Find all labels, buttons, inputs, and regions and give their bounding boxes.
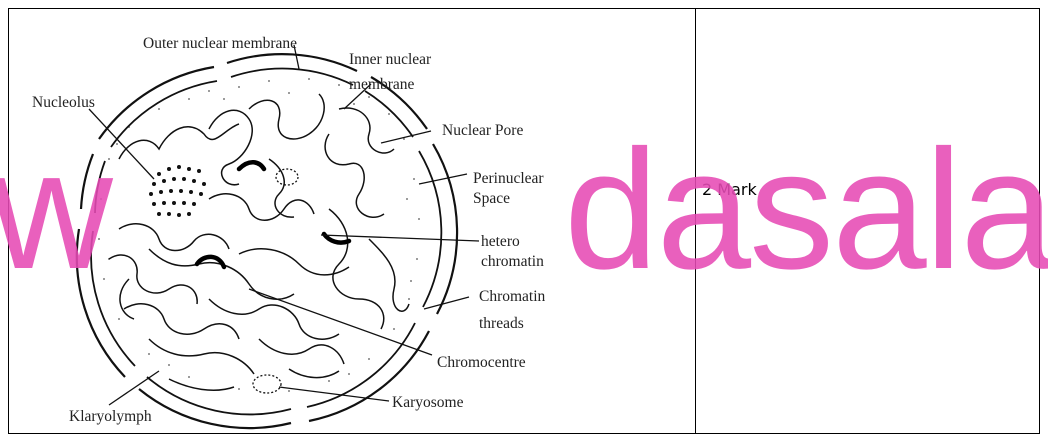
heterochromatin bbox=[197, 162, 349, 267]
nucleus-diagram: Outer nuclear membrane Inner nuclear mem… bbox=[9, 9, 695, 435]
label-outer-membrane: Outer nuclear membrane bbox=[143, 34, 297, 53]
label-chromatin-line2: threads bbox=[479, 314, 524, 333]
label-inner-membrane-line1: Inner nuclear bbox=[349, 50, 431, 69]
label-karyosome: Karyosome bbox=[392, 393, 463, 412]
label-hetero-line1: hetero bbox=[481, 232, 520, 251]
nucleolus-granules bbox=[149, 165, 206, 217]
label-karyolymph: Klaryolymph bbox=[69, 407, 152, 426]
label-perinuclear-line2: Space bbox=[473, 189, 510, 208]
leader-lines bbox=[89, 45, 479, 405]
mark-text: 2 Mark bbox=[702, 180, 757, 199]
label-perinuclear-line1: Perinuclear bbox=[473, 169, 544, 188]
label-hetero-line2: chromatin bbox=[481, 252, 544, 271]
label-nucleolus: Nucleolus bbox=[32, 93, 95, 112]
chromatin-threads bbox=[109, 94, 409, 390]
label-nuclear-pore: Nuclear Pore bbox=[442, 121, 523, 140]
label-chromatin-line1: Chromatin bbox=[479, 287, 545, 306]
answer-table: Outer nuclear membrane Inner nuclear mem… bbox=[8, 8, 1040, 434]
label-inner-membrane-line2: membrane bbox=[349, 75, 414, 94]
inner-membrane bbox=[91, 69, 441, 415]
outer-membrane bbox=[77, 54, 457, 428]
nucleus-drawing bbox=[9, 9, 695, 435]
stipple-dots bbox=[98, 78, 420, 392]
label-chromocentre: Chromocentre bbox=[437, 353, 526, 372]
column-divider bbox=[695, 9, 696, 433]
